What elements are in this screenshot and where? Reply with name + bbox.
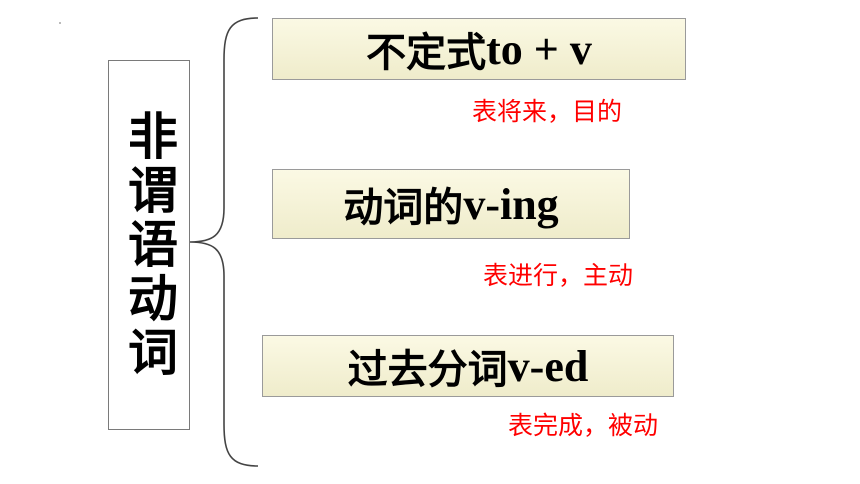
branch-box-infinitive: 不定式 to + v xyxy=(272,18,686,80)
branch-note-gerund: 表进行，主动 xyxy=(483,261,634,290)
branch-chinese-label: 过去分词 xyxy=(347,347,508,393)
branch-form-label: v-ing xyxy=(463,179,559,229)
branch-form-label: to + v xyxy=(486,24,592,74)
branch-box-past-participle: 过去分词 v-ed xyxy=(262,335,674,397)
stray-dot xyxy=(59,22,61,24)
branch-chinese-label: 不定式 xyxy=(366,30,487,76)
curly-brace xyxy=(189,17,259,467)
branch-chinese-label: 动词的 xyxy=(343,185,464,231)
branch-note-past-participle: 表完成，被动 xyxy=(508,411,659,440)
root-term-label: 非谓语动词 xyxy=(120,110,178,380)
branch-note-infinitive: 表将来，目的 xyxy=(472,97,623,126)
root-term-box: 非谓语动词 xyxy=(108,60,190,430)
branch-form-label: v-ed xyxy=(507,341,589,391)
